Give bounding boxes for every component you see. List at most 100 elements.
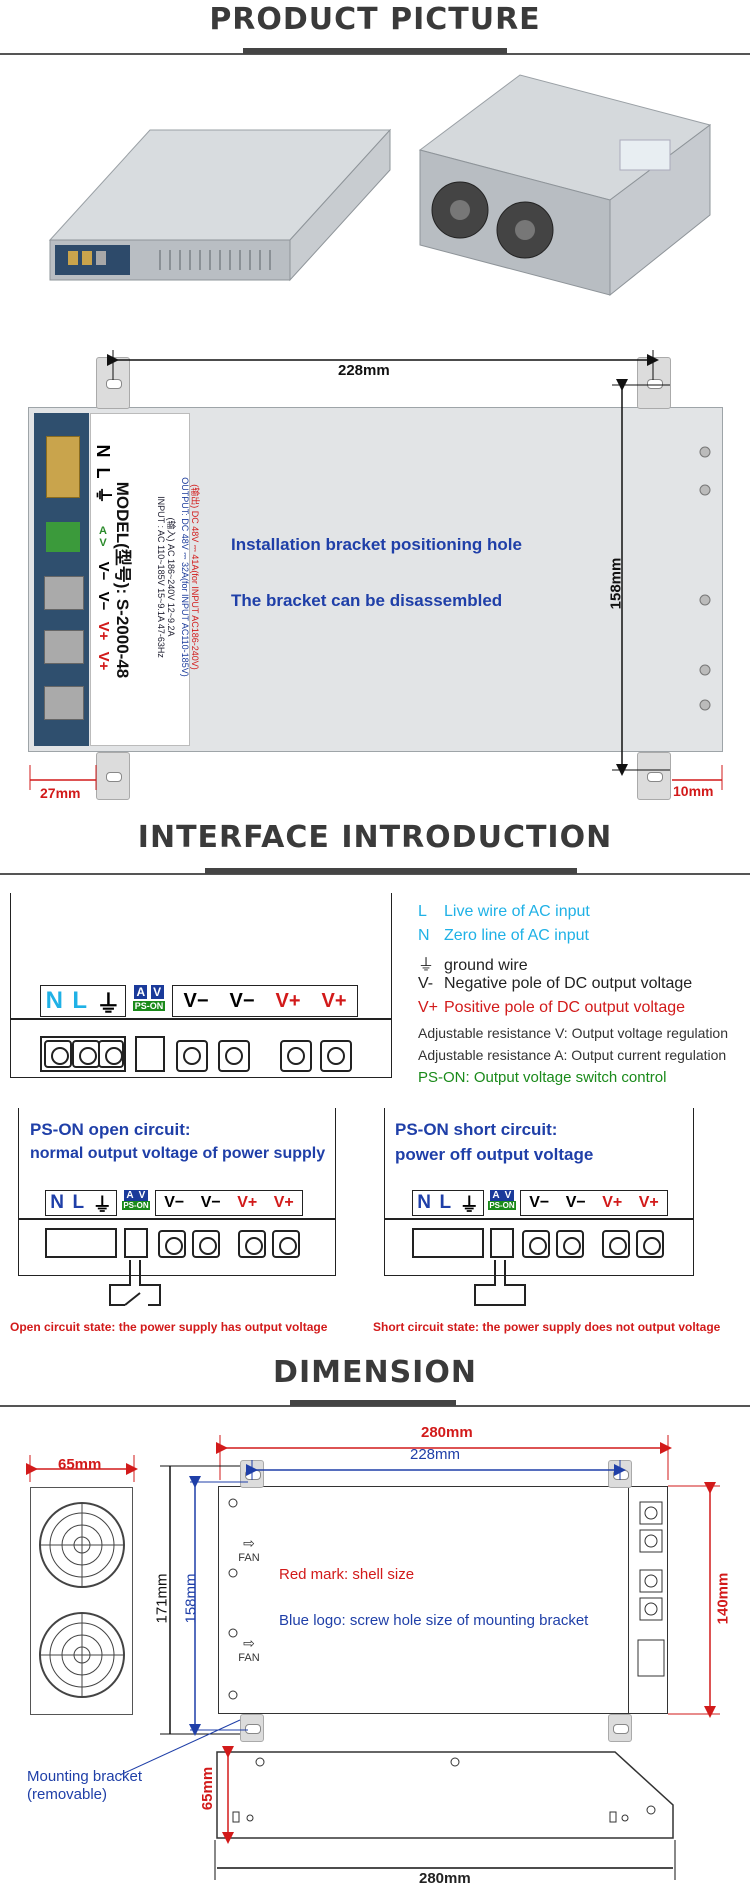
dim-171mm: 171mm <box>153 1573 171 1624</box>
fan-2-icon <box>39 1612 125 1698</box>
pson-tag: PS-ON <box>133 1001 165 1011</box>
terminal-n-label: N <box>45 987 63 1014</box>
open-screw-1 <box>158 1230 186 1258</box>
dim-158mm: 158mm <box>182 1573 200 1624</box>
dim-65mm-bottom: 65mm <box>199 1766 217 1811</box>
legend-ground: ⏚ground wire <box>418 957 528 974</box>
terminal-l-label: L <box>72 987 87 1014</box>
terminal-ground-label: ⏚ <box>96 990 121 1018</box>
title-underline <box>290 1400 456 1406</box>
pson-open-title: PS-ON open circuit: <box>30 1120 191 1139</box>
side-rivets <box>699 446 711 711</box>
note-bracket-hole: Installation bracket positioning hole <box>231 535 522 554</box>
output-screw-2 <box>44 630 84 664</box>
potentiometers <box>46 522 80 552</box>
bottom-plate <box>216 1751 674 1839</box>
open-screw-4 <box>272 1230 300 1258</box>
legend-adj-v: Adjustable resistance V: Output voltage … <box>418 1025 729 1041</box>
dim-228mm: 228mm <box>410 1446 461 1463</box>
dc-screw-1 <box>176 1040 208 1072</box>
fan-1-icon <box>39 1502 125 1588</box>
sticker-pot-symbols: A V <box>92 525 114 549</box>
product-photos <box>48 74 712 297</box>
short-screw-1 <box>522 1230 550 1258</box>
dc-screw-3 <box>280 1040 312 1072</box>
pot-a-label: A <box>134 985 148 999</box>
mounting-bracket-bottom-right <box>637 752 671 800</box>
short-screw-4 <box>636 1230 664 1258</box>
pson-short-subtitle: power off output voltage <box>395 1145 594 1164</box>
open-pson-block <box>124 1228 148 1258</box>
dim-bracket-bottom-left <box>240 1714 264 1742</box>
sticker-pot-a: A <box>99 525 107 537</box>
sticker-pot-v: V <box>99 537 107 549</box>
terminal-vpos-2: V+ <box>321 989 347 1012</box>
fan-label-2: ⇨FAN <box>238 1635 260 1664</box>
short-dc-labels: V−V−V+V+ <box>520 1190 668 1216</box>
terminal-vpos-1: V+ <box>275 989 301 1012</box>
dimension-lines <box>26 1435 720 1880</box>
short-caption: Short circuit state: the power supply do… <box>373 1320 721 1334</box>
divider <box>0 873 750 875</box>
dim-158mm-top: 158mm <box>607 557 625 610</box>
short-pson-block <box>490 1228 514 1258</box>
dim-228mm-top: 228mm <box>338 362 390 379</box>
dim-140mm: 140mm <box>714 1572 732 1625</box>
red-mark-note: Red mark: shell size <box>279 1566 415 1583</box>
title-underline <box>205 868 577 874</box>
open-ac-block <box>45 1228 117 1258</box>
dc-screw-4 <box>320 1040 352 1072</box>
short-screw-3 <box>602 1230 630 1258</box>
ac-terminal-block <box>46 436 80 498</box>
mounting-bracket-removable: (removable) <box>27 1786 108 1803</box>
terminal-column <box>628 1486 668 1714</box>
fan-label-1: ⇨FAN <box>238 1535 260 1564</box>
short-switch-icon <box>474 1260 526 1306</box>
open-screw-2 <box>192 1230 220 1258</box>
dc-screw-2 <box>218 1040 250 1072</box>
dc-terminal-labels: V− V− V+ V+ <box>172 985 358 1017</box>
pson-terminal <box>135 1036 165 1072</box>
pson-short-title: PS-ON short circuit: <box>395 1120 558 1139</box>
dim-27mm: 27mm <box>40 785 81 801</box>
product-photo-front <box>48 128 392 282</box>
legend-adj-a: Adjustable resistance A: Output current … <box>418 1047 727 1063</box>
terminal-column-screws <box>637 1501 665 1677</box>
section-title-product-picture: PRODUCT PICTURE <box>209 2 541 37</box>
dim-280mm-bottom: 280mm <box>419 1870 471 1887</box>
dim-280mm-top: 280mm <box>421 1424 473 1441</box>
pot-v-label: V <box>150 985 164 999</box>
legend-positive: V+Positive pole of DC output voltage <box>418 999 686 1016</box>
terminal-vneg-2: V− <box>229 989 255 1012</box>
open-dc-labels: V−V−V+V+ <box>155 1190 303 1216</box>
section-title-interface: INTERFACE INTRODUCTION <box>137 820 613 855</box>
divider <box>0 1405 750 1407</box>
ac-terminal-labels: N L ⏚ <box>40 985 126 1018</box>
blue-logo-note: Blue logo: screw hole size of mounting b… <box>279 1612 589 1629</box>
pot-labels: A V PS-ON <box>133 985 165 1017</box>
top-view-dimension-lines <box>29 350 723 790</box>
title-underline <box>243 48 507 54</box>
terminal-vneg-1: V− <box>183 989 209 1012</box>
note-bracket-removable: The bracket can be disassembled <box>231 591 503 610</box>
short-ac-block <box>412 1228 484 1258</box>
mounting-bracket-label: Mounting bracket <box>27 1768 143 1785</box>
dim-65mm-side: 65mm <box>58 1456 102 1473</box>
dim-bracket-bottom-right <box>608 1714 632 1742</box>
pson-open-subtitle: normal output voltage of power supply <box>30 1145 326 1162</box>
section-title-dimension: DIMENSION <box>273 1355 477 1390</box>
dim-10mm: 10mm <box>673 783 714 799</box>
product-label <box>90 413 190 746</box>
ac-terminal-block <box>40 1036 126 1072</box>
output-screw-1 <box>44 576 84 610</box>
product-photo-rear <box>418 74 712 297</box>
top-outline-view <box>218 1486 668 1714</box>
mounting-bracket-bottom-left <box>96 752 130 800</box>
